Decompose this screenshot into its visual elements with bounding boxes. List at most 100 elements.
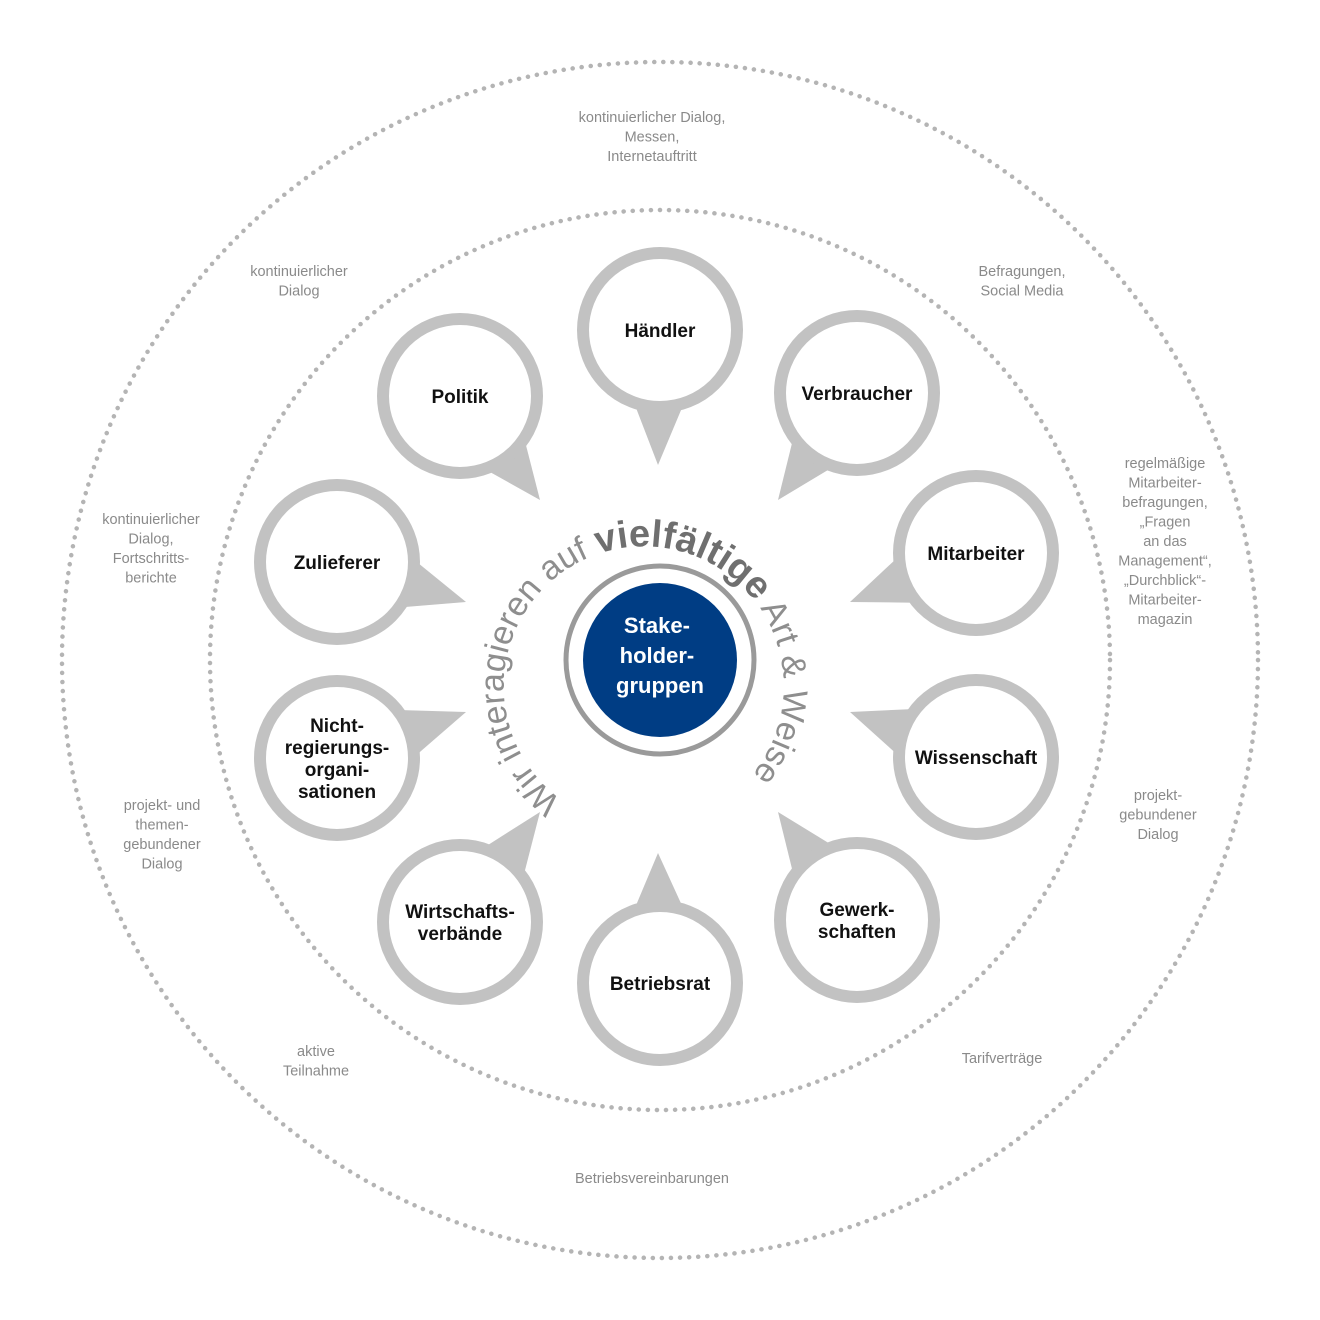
bubble-circle [254,479,420,645]
stakeholder-bubble-betriebsrat: Betriebsrat [577,900,743,1066]
method-label-line: Social Media [980,284,1064,300]
bubble-circle [577,247,743,413]
center-label-line: gruppen [616,673,704,698]
bubble-pointer-verbraucher [778,437,833,500]
stakeholder-bubble-verbraucher: Verbraucher [774,310,940,476]
stakeholder-label: Zulieferer [294,553,381,574]
stakeholder-label-line: regierungs- [285,738,390,759]
method-label-line: Dialog, [128,532,173,548]
method-label-line: themen- [135,818,188,834]
method-label-line: befragungen, [1122,495,1207,511]
bubble-pointer-haendler [634,403,684,465]
method-label-verbraucher: Befragungen,Social Media [978,264,1065,300]
bubble-pointer-wirtschaftsverbaende [483,812,540,877]
method-label-line: Dialog [141,857,182,873]
method-label-line: Messen, [625,130,680,146]
method-label-betriebsrat: Betriebsvereinbarungen [575,1171,729,1187]
method-label-line: „Durchblick“- [1124,573,1206,589]
stakeholder-bubble-ngo: Nicht-regierungs-organi-sationen [254,675,420,841]
method-label-line: an das [1143,534,1187,550]
stakeholder-label-line: Verbraucher [802,384,913,405]
center-label-line: Stake- [624,613,690,638]
method-label-line: „Fragen [1140,515,1191,531]
method-label-haendler: kontinuierlicher Dialog, Messen, Interneta… [579,110,726,165]
method-label-line: Betriebsvereinbarungen [575,1171,729,1187]
stakeholder-label: Nicht-regierungs-organi-sationen [285,716,390,803]
method-label-line: aktive [297,1044,335,1060]
bubble-circle [577,900,743,1066]
stakeholder-bubble-haendler: Händler [577,247,743,413]
inner-dotted-ring [207,207,1113,1113]
method-label-line: Mitarbeiter- [1128,476,1201,492]
stakeholder-label-line: organi- [305,760,369,781]
stakeholder-label-line: Zulieferer [294,553,381,574]
stakeholder-bubble-zulieferer: Zulieferer [254,479,420,645]
center-disc [583,583,737,737]
interaction-methods: kontinuierlicher Dialog, Messen, Interneta… [102,110,1212,1187]
stakeholder-bubbles: HändlerVerbraucherMitarbeiterWissenschaf… [254,247,1059,1066]
stakeholder-label: Wissenschaft [915,748,1038,769]
bubble-pointer-betriebsrat [634,853,684,910]
method-label-line: Management“, [1118,554,1212,570]
stakeholder-label-line: Wissenschaft [915,748,1038,769]
stakeholder-label: Politik [431,387,488,408]
stakeholder-label-line: verbände [418,924,502,945]
method-label-line: magazin [1138,612,1193,628]
stakeholder-label-line: Mitarbeiter [927,544,1025,565]
method-label-line: kontinuierlicher [250,264,348,280]
stakeholder-label: Wirtschafts-verbände [405,902,515,945]
bubble-circle [893,470,1059,636]
stakeholder-label-line: Wirtschafts- [405,902,515,923]
stakeholder-bubble-mitarbeiter: Mitarbeiter [893,470,1059,636]
method-label-line: Teilnahme [283,1064,349,1080]
stakeholder-label-line: Politik [431,387,488,408]
stakeholder-label-line: Betriebsrat [610,974,711,995]
method-label-line: Dialog [278,284,319,300]
stakeholder-bubble-gewerkschaften: Gewerk-schaften [774,837,940,1003]
bubble-circle [893,674,1059,840]
method-label-line: regelmäßige [1125,456,1206,472]
stakeholder-label: Verbraucher [802,384,913,405]
bubble-pointer-gewerkschaften [778,812,834,875]
stakeholder-label-line: Gewerk- [820,900,895,921]
center-label: Stake- holder- gruppen [616,613,704,698]
stakeholder-label-line: sationen [298,782,376,803]
method-label-line: Dialog [1137,827,1178,843]
method-label-line: Tarifverträge [962,1051,1043,1067]
center-label-line: holder- [620,643,695,668]
method-label-line: gebundener [1119,808,1197,824]
method-label-line: Fortschritts- [113,551,190,567]
stakeholder-label: Mitarbeiter [927,544,1025,565]
stakeholder-bubble-politik: Politik [377,313,543,479]
bubble-pointer-politik [485,439,540,500]
method-label-line: Mitarbeiter- [1128,593,1201,609]
bubble-circle [377,839,543,1005]
method-label-line: berichte [125,571,177,587]
stakeholder-label-line: Nicht- [310,716,364,737]
method-label-line: gebundener [123,837,201,853]
method-label-line: kontinuierlicher Dialog, [579,110,726,126]
stakeholder-label: Gewerk-schaften [818,900,896,943]
bubble-circle [774,837,940,1003]
outer-dotted-ring [59,59,1261,1261]
stakeholder-bubble-wissenschaft: Wissenschaft [893,674,1059,840]
stakeholder-label: Betriebsrat [610,974,711,995]
bubble-circle [377,313,543,479]
method-label-line: Internetauftritt [607,149,696,165]
bubble-circle [774,310,940,476]
stakeholder-label-line: Händler [625,321,696,342]
stakeholder-label-line: schaften [818,922,896,943]
stakeholder-label: Händler [625,321,696,342]
method-label-line: projekt- [1134,788,1183,804]
method-label-line: kontinuierlicher [102,512,200,528]
stakeholder-bubble-wirtschaftsverbaende: Wirtschafts-verbände [377,839,543,1005]
bubble-circle [254,675,420,841]
method-label-line: projekt- und [124,798,201,814]
